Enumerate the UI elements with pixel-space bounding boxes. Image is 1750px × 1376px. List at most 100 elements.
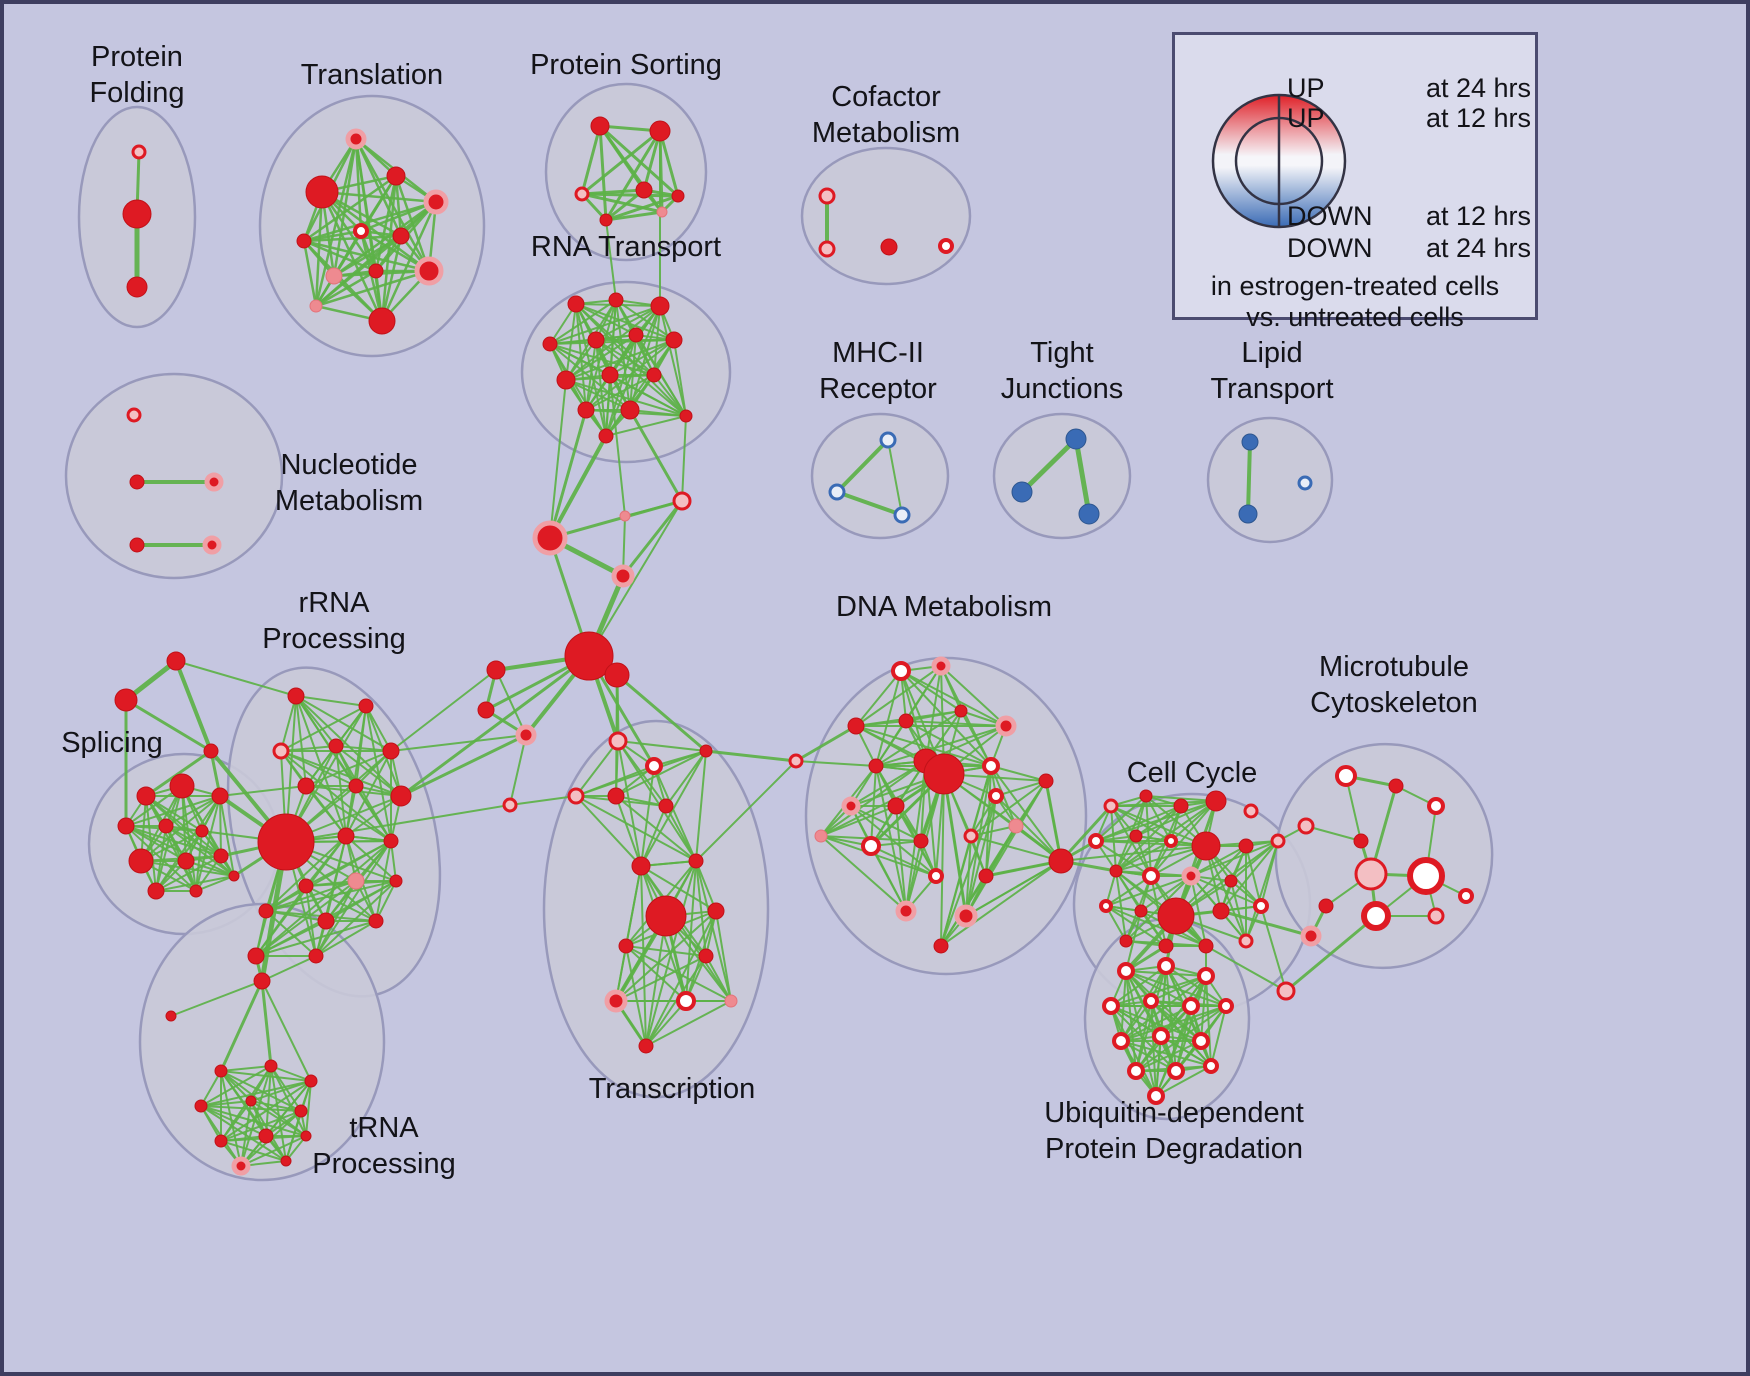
node-red[interactable] [114, 688, 138, 712]
node-red[interactable] [1134, 904, 1148, 918]
node-wring[interactable] [1099, 899, 1113, 913]
node-red[interactable] [264, 1059, 278, 1073]
node-pink[interactable] [814, 829, 828, 843]
node-red[interactable] [608, 292, 624, 308]
node-pink[interactable] [724, 994, 738, 1008]
node-wring[interactable] [1142, 867, 1160, 885]
node-red[interactable] [213, 848, 229, 864]
node-wring[interactable] [1112, 1032, 1130, 1050]
node-red[interactable] [294, 1104, 308, 1118]
node-pring[interactable] [1276, 981, 1296, 1001]
node-red[interactable] [1158, 938, 1174, 954]
node-red[interactable] [298, 878, 314, 894]
node-pring[interactable] [502, 797, 518, 813]
node-pring[interactable] [272, 742, 290, 760]
node-red[interactable] [698, 948, 714, 964]
node-red[interactable] [253, 972, 271, 990]
node-redh[interactable] [532, 520, 568, 556]
node-redh[interactable] [841, 796, 861, 816]
node-red[interactable] [618, 938, 634, 954]
node-blue[interactable] [1241, 433, 1259, 451]
node-wring[interactable] [1164, 834, 1178, 848]
node-pring[interactable] [818, 240, 836, 258]
node-red[interactable] [1238, 838, 1254, 854]
node-wring[interactable] [1127, 1062, 1145, 1080]
node-pring[interactable] [1238, 933, 1254, 949]
node-red[interactable] [368, 307, 396, 335]
node-red[interactable] [601, 366, 619, 384]
node-wring[interactable] [861, 836, 881, 856]
node-red[interactable] [1353, 833, 1369, 849]
node-redh[interactable] [515, 724, 537, 746]
node-red[interactable] [567, 295, 585, 313]
node-red[interactable] [868, 758, 884, 774]
node-red[interactable] [665, 331, 683, 349]
node-red[interactable] [258, 903, 274, 919]
node-red[interactable] [650, 296, 670, 316]
node-bring[interactable] [1297, 475, 1313, 491]
node-pring[interactable] [1243, 803, 1259, 819]
node-pring[interactable] [1103, 798, 1119, 814]
node-red[interactable] [280, 1155, 292, 1167]
node-redh[interactable] [204, 472, 224, 492]
node-red[interactable] [228, 870, 240, 882]
node-wring[interactable] [1427, 797, 1445, 815]
node-red[interactable] [631, 856, 651, 876]
node-bring[interactable] [893, 506, 911, 524]
node-red[interactable] [386, 166, 406, 186]
node-wring[interactable] [1203, 1058, 1219, 1074]
node-red[interactable] [577, 401, 595, 419]
node-red[interactable] [587, 331, 605, 349]
node-redh[interactable] [1300, 925, 1322, 947]
node-red[interactable] [337, 827, 355, 845]
node-redh[interactable] [1181, 866, 1201, 886]
node-blue[interactable] [1238, 504, 1258, 524]
node-red[interactable] [954, 704, 968, 718]
node-wring[interactable] [1152, 1027, 1170, 1045]
node-wring[interactable] [1361, 901, 1391, 931]
node-pring[interactable] [131, 144, 147, 160]
node-wring[interactable] [676, 991, 696, 1011]
node-pring[interactable] [1427, 907, 1445, 925]
node-redh[interactable] [202, 535, 222, 555]
node-pink[interactable] [656, 206, 668, 218]
node-wring[interactable] [1458, 888, 1474, 904]
node-red[interactable] [383, 833, 399, 849]
node-red[interactable] [978, 868, 994, 884]
node-red[interactable] [1048, 848, 1074, 874]
node-wring[interactable] [1147, 1087, 1165, 1105]
node-red[interactable] [300, 1130, 312, 1142]
node-red[interactable] [165, 1010, 177, 1022]
node-blue[interactable] [1011, 481, 1033, 503]
node-red[interactable] [638, 1038, 654, 1054]
node-red[interactable] [1173, 798, 1189, 814]
node-wring[interactable] [1143, 993, 1159, 1009]
node-red[interactable] [1205, 790, 1227, 812]
node-red[interactable] [169, 773, 195, 799]
node-red[interactable] [598, 428, 614, 444]
node-pring[interactable] [672, 491, 692, 511]
node-red[interactable] [328, 738, 344, 754]
node-redh[interactable] [604, 989, 628, 1013]
node-red[interactable] [390, 785, 412, 807]
node-red[interactable] [348, 778, 364, 794]
node-red[interactable] [368, 263, 384, 279]
node-redh[interactable] [995, 715, 1017, 737]
node-wring[interactable] [988, 788, 1004, 804]
node-red[interactable] [389, 874, 403, 888]
node-red[interactable] [308, 948, 324, 964]
node-red[interactable] [1119, 934, 1133, 948]
node-red[interactable] [1388, 778, 1404, 794]
node-red[interactable] [358, 698, 374, 714]
node-red[interactable] [158, 818, 174, 834]
node-red[interactable] [117, 817, 135, 835]
node-red[interactable] [645, 895, 687, 937]
node-pring[interactable] [788, 753, 804, 769]
node-red[interactable] [679, 409, 693, 423]
node-wring[interactable] [1407, 857, 1445, 895]
node-red[interactable] [211, 787, 229, 805]
node-red[interactable] [590, 116, 610, 136]
node-red[interactable] [649, 120, 671, 142]
node-redh[interactable] [345, 128, 367, 150]
node-red[interactable] [1212, 902, 1230, 920]
